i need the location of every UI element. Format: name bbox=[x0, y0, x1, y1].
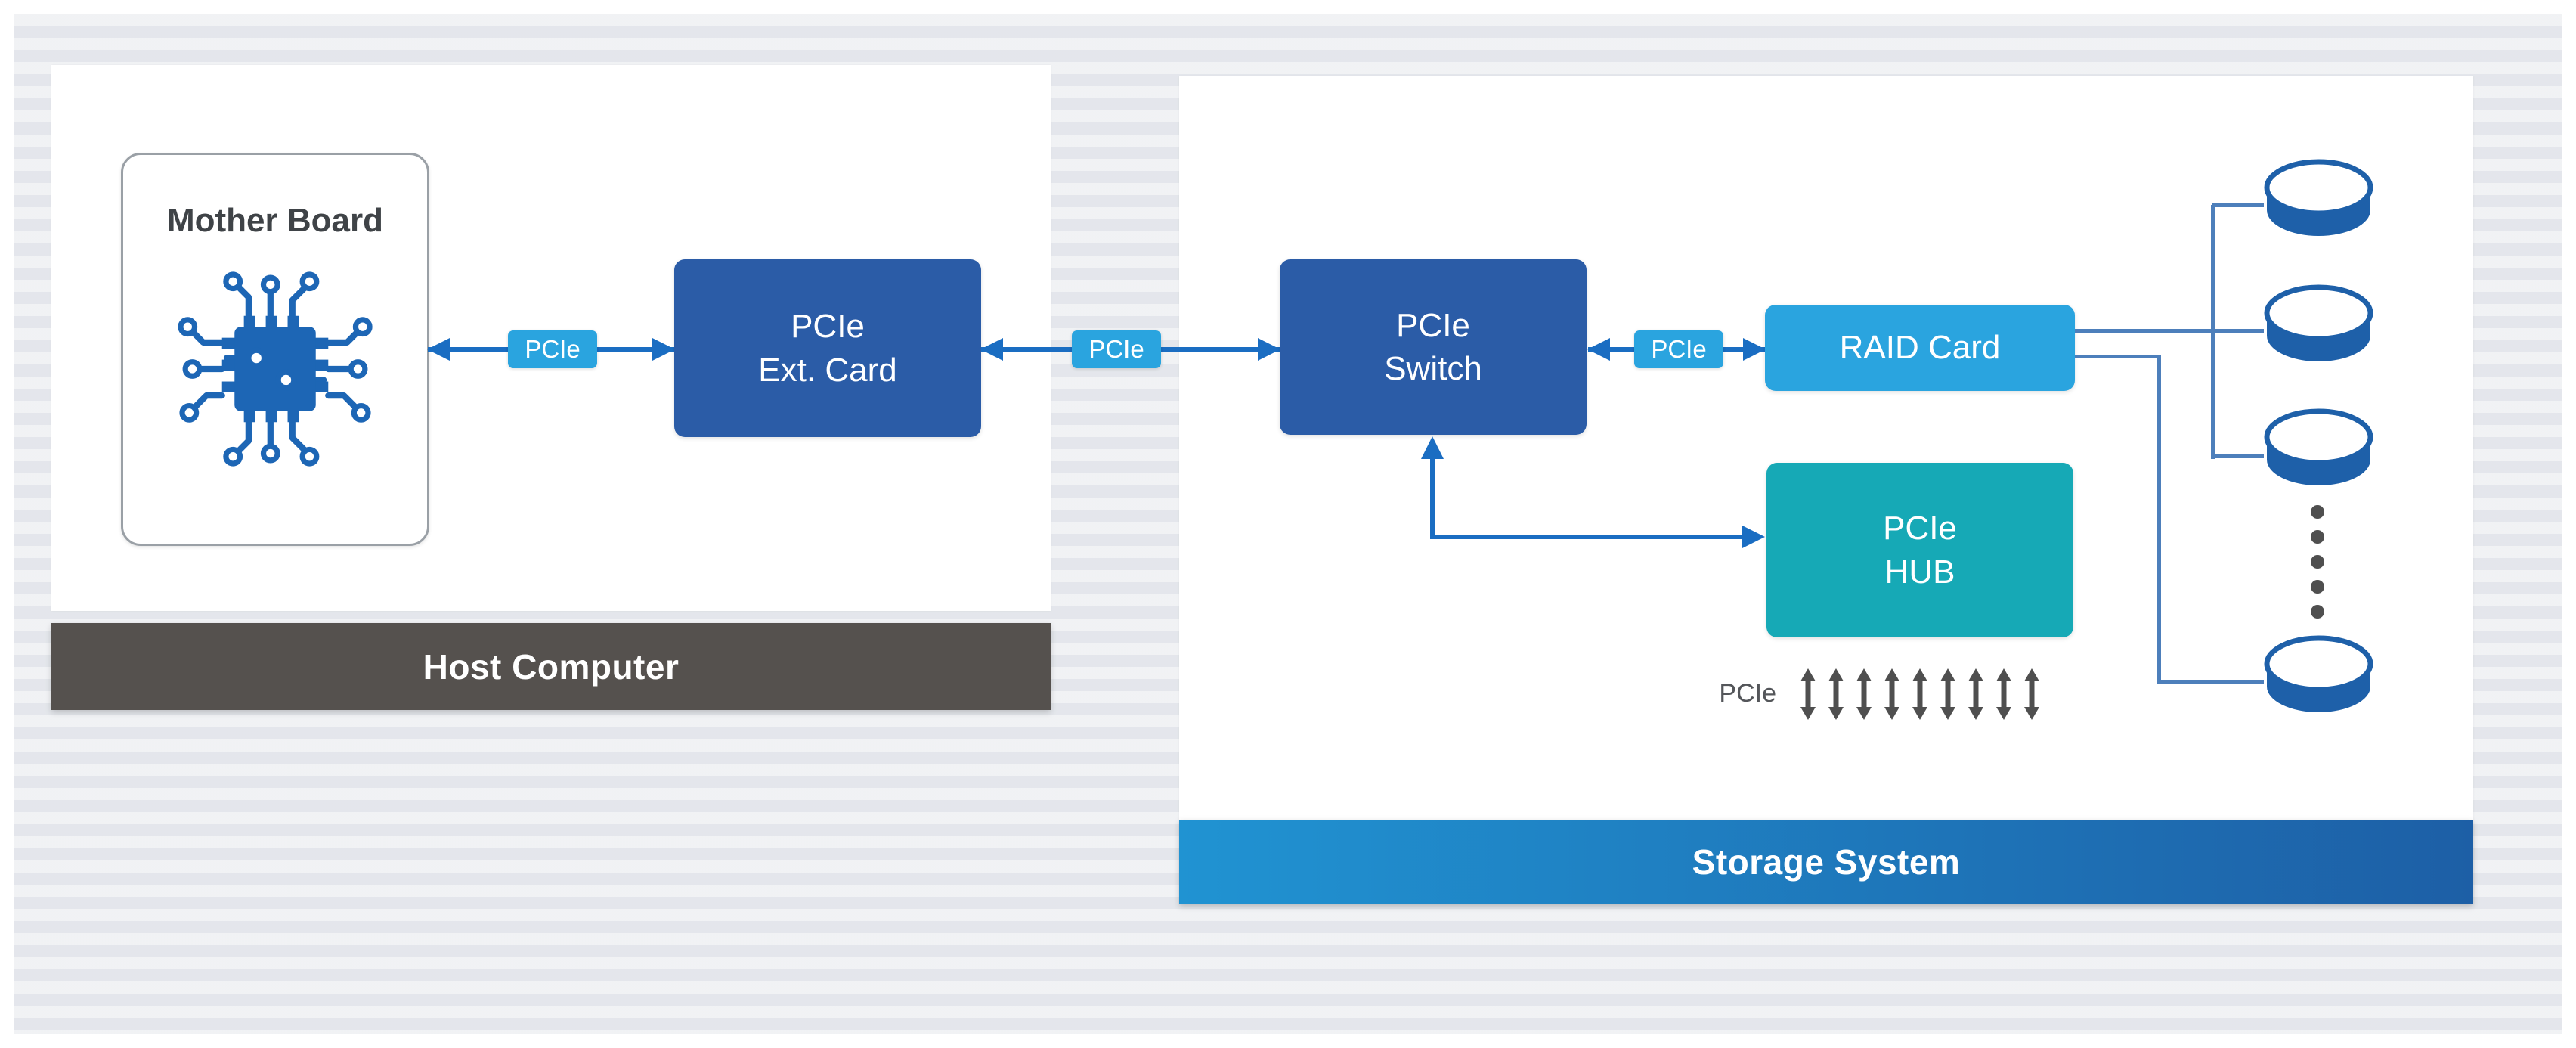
host-computer-bar-label: Host Computer bbox=[423, 646, 680, 687]
pcie-ext-card-box: PCIe Ext. Card bbox=[674, 259, 981, 437]
cpu-chip-icon bbox=[178, 271, 373, 467]
pcie-link-badge-2: PCIe bbox=[1072, 330, 1161, 368]
storage-system-bar: Storage System bbox=[1179, 820, 2473, 904]
fanout-pcie-label: PCIe bbox=[1719, 679, 1776, 708]
motherboard-box: Mother Board bbox=[121, 153, 429, 546]
double-arrow-vertical-icon bbox=[1912, 668, 1927, 720]
raid-disk2-line bbox=[2075, 329, 2264, 333]
motherboard-title: Mother Board bbox=[167, 202, 383, 239]
pcie-ext-card-line1: PCIe bbox=[791, 308, 865, 346]
disk-cylinder-icon bbox=[2264, 405, 2373, 490]
fanout-arrows bbox=[1800, 668, 2039, 720]
raid-card-box: RAID Card bbox=[1765, 305, 2075, 391]
switch-hub-hline bbox=[1430, 535, 1744, 539]
disk-ellipsis-dots bbox=[2311, 505, 2324, 619]
ellipsis-dot bbox=[2311, 555, 2324, 569]
pcie-hub-box: PCIe HUB bbox=[1766, 463, 2073, 637]
pcie-hub-line1: PCIe bbox=[1883, 510, 1957, 547]
ellipsis-dot bbox=[2311, 605, 2324, 619]
pcie-hub-line2: HUB bbox=[1884, 553, 1955, 591]
pcie-link-badge-3: PCIe bbox=[1634, 330, 1723, 368]
disk-cylinder-icon bbox=[2264, 281, 2373, 366]
disk-cylinder-icon bbox=[2264, 156, 2373, 240]
switch-hub-vline bbox=[1430, 454, 1435, 537]
ellipsis-dot bbox=[2311, 580, 2324, 594]
host-computer-bar: Host Computer bbox=[51, 623, 1051, 710]
raid-down-hline bbox=[2075, 355, 2160, 358]
disk1-stub-line bbox=[2212, 203, 2264, 207]
disk-bus-vline bbox=[2211, 205, 2215, 459]
double-arrow-vertical-icon bbox=[1968, 668, 1983, 720]
double-arrow-vertical-icon bbox=[1828, 668, 1844, 720]
pcie-switch-line2: Switch bbox=[1384, 350, 1482, 387]
double-arrow-vertical-icon bbox=[1884, 668, 1899, 720]
double-arrow-vertical-icon bbox=[1996, 668, 2011, 720]
ellipsis-dot bbox=[2311, 505, 2324, 519]
double-arrow-vertical-icon bbox=[1940, 668, 1955, 720]
pcie-link-badge-1: PCIe bbox=[508, 330, 597, 368]
raid-card-label: RAID Card bbox=[1839, 329, 2001, 367]
raid-disk4-vline bbox=[2157, 355, 2161, 683]
pcie-switch-line1: PCIe bbox=[1396, 306, 1470, 344]
hub-right-arrowhead bbox=[1742, 526, 1765, 548]
disk4-stub-line bbox=[2157, 680, 2264, 684]
double-arrow-vertical-icon bbox=[1856, 668, 1872, 720]
disk3-stub-line bbox=[2212, 454, 2264, 458]
double-arrow-vertical-icon bbox=[1800, 668, 1816, 720]
pcie-ext-card-line2: Ext. Card bbox=[758, 351, 897, 389]
disk-column bbox=[2264, 0, 2373, 756]
storage-system-bar-label: Storage System bbox=[1692, 842, 1961, 882]
double-arrow-vertical-icon bbox=[2024, 668, 2039, 720]
ellipsis-dot bbox=[2311, 530, 2324, 544]
disk-cylinder-icon bbox=[2264, 632, 2373, 717]
pcie-switch-box: PCIe Switch bbox=[1280, 259, 1587, 435]
